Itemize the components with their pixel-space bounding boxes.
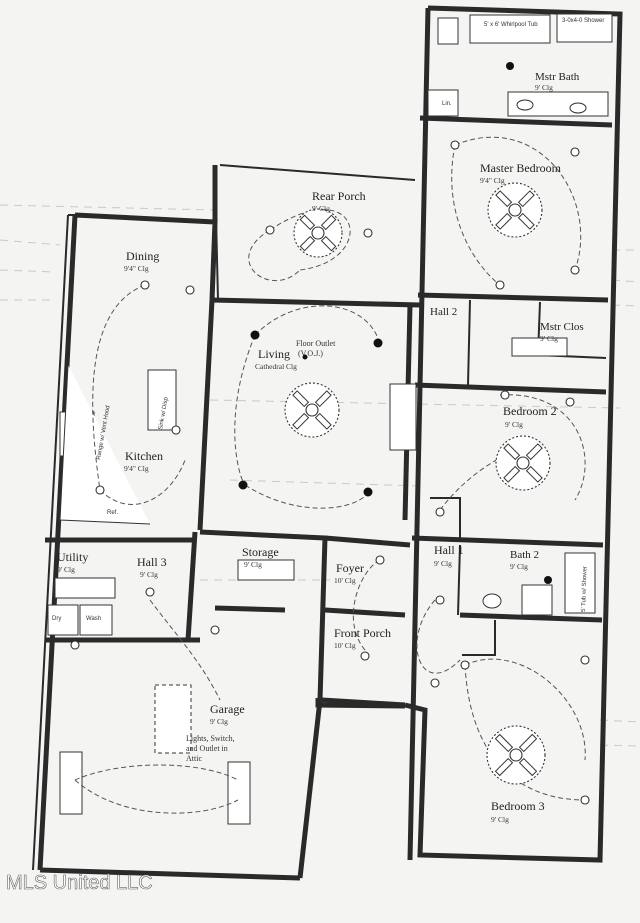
garage-note-line1: Lights, Switch, xyxy=(186,734,235,743)
garage-attic-hatch xyxy=(154,684,192,754)
rear-porch-label: Rear Porch xyxy=(312,189,366,203)
utility-fixtures xyxy=(47,577,116,636)
utility-ceiling: 9' Clg xyxy=(57,565,75,574)
foyer-label: Foyer xyxy=(336,561,364,575)
master-closet-ceiling: 9' Clg xyxy=(540,334,558,343)
watermark: MLS United LLC xyxy=(6,872,153,894)
bath2-ceiling: 9' Clg xyxy=(510,562,528,571)
floor-outlet-sub-note: (V.O.J.) xyxy=(298,349,323,358)
storage-ceiling: 9' Clg xyxy=(244,560,262,569)
master-bath-label: Mstr Bath xyxy=(535,71,580,83)
ref-note: Ref. xyxy=(107,510,118,516)
master-bath-ceiling: 9' Clg xyxy=(535,83,553,92)
kitchen-label: Kitchen xyxy=(125,449,163,463)
room-labels: Rear Porch 9' Clg Dining 9'4" Clg Living… xyxy=(57,71,584,824)
porch-walls xyxy=(315,698,406,709)
front-porch-label: Front Porch xyxy=(334,626,391,640)
bedroom3-label: Bedroom 3 xyxy=(491,799,545,813)
bedroom2-ceiling: 9' Clg xyxy=(505,420,523,429)
dry-note: Dry xyxy=(52,616,61,622)
garage-right-wall xyxy=(297,699,323,879)
master-bath-fixtures xyxy=(427,13,613,117)
hall2-label: Hall 2 xyxy=(430,306,457,318)
dining-ceiling: 9'4" Clg xyxy=(124,264,149,273)
shower-note: 3-0x4-0 Shower xyxy=(562,18,604,24)
plan-notes: 5' x 6' Whirlpool Tub 3-0x4-0 Shower Flo… xyxy=(52,18,604,763)
living-label: Living xyxy=(258,347,290,361)
hall3-walls xyxy=(45,531,200,643)
master-bedroom-ceiling: 9'4" Clg xyxy=(480,176,505,185)
master-closet-label: Mstr Clos xyxy=(540,321,584,333)
light-fixtures xyxy=(70,140,590,805)
wash-note: Wash xyxy=(86,616,101,622)
bath2-label: Bath 2 xyxy=(510,549,539,561)
whirlpool-note: 5' x 6' Whirlpool Tub xyxy=(484,22,538,28)
floor-outlet-note: Floor Outlet xyxy=(296,339,336,348)
garage-label: Garage xyxy=(210,702,245,716)
garage-doors xyxy=(59,751,251,825)
bath2-fixtures xyxy=(482,552,596,616)
rear-porch-ceiling: 9' Clg xyxy=(312,204,330,213)
can-lights xyxy=(238,62,552,584)
fireplace xyxy=(389,383,417,451)
garage-note-line2: and Outlet in xyxy=(186,744,228,753)
kitchen-fixtures xyxy=(59,364,177,525)
closet-shelf xyxy=(237,337,568,581)
master-bath-wall xyxy=(419,115,613,128)
garage-ceiling: 9' Clg xyxy=(210,717,228,726)
utility-label: Utility xyxy=(57,550,88,564)
kitchen-ceiling: 9'4" Clg xyxy=(124,464,149,473)
sink-note: Sink w/ Disp xyxy=(158,396,170,430)
master-bed-wall xyxy=(417,292,609,303)
tub-shower-note: 5' Tub w/ Shower xyxy=(581,566,589,612)
bedroom2-wall xyxy=(414,382,607,395)
foyer-ceiling: 10' Clg xyxy=(334,576,356,585)
hall1-label: Hall 1 xyxy=(434,543,464,557)
linen-note-master: Lin. xyxy=(442,101,452,107)
bedroom3-ceiling: 9' Clg xyxy=(491,815,509,824)
hall1-wall xyxy=(411,535,604,548)
ceiling-fans xyxy=(284,182,551,785)
background-grid xyxy=(0,204,640,747)
front-porch-ceiling: 10' Clg xyxy=(334,641,356,650)
garage-note-line3: Attic xyxy=(186,754,202,763)
hall3-ceiling: 9' Clg xyxy=(140,570,158,579)
living-ceiling: Cathedral Clg xyxy=(255,362,297,371)
right-wing-walls xyxy=(404,5,623,863)
bedroom2-label: Bedroom 2 xyxy=(503,404,557,418)
hall3-label: Hall 3 xyxy=(137,555,167,569)
wiring xyxy=(74,136,586,814)
hall1-ceiling: 9' Clg xyxy=(434,559,452,568)
bath2-wall xyxy=(459,612,603,623)
storage-label: Storage xyxy=(242,545,279,559)
master-bedroom-label: Master Bedroom xyxy=(480,161,562,175)
dining-label: Dining xyxy=(126,249,159,263)
